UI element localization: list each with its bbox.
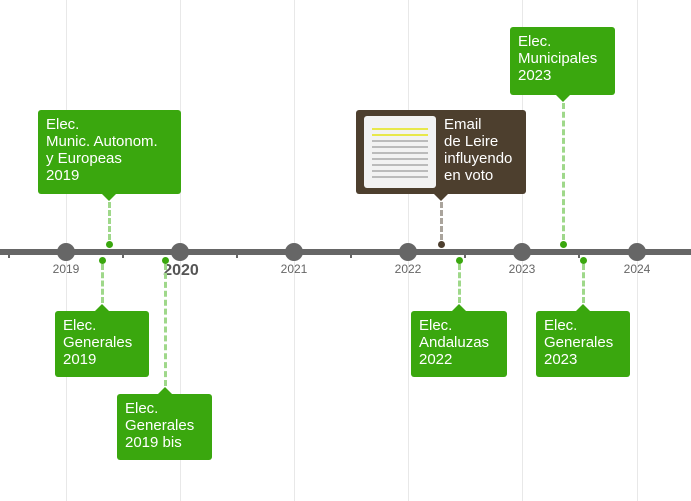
thumbnail-line [372,134,428,136]
connector-line [440,202,443,240]
card-pointer [102,194,116,201]
connector-line [582,264,585,303]
event-dot[interactable] [580,257,587,264]
event-line: influyendo [444,150,513,167]
card-pointer [556,95,570,102]
connector-line [108,202,111,240]
year-marker[interactable] [285,243,303,261]
event-line: Generales [544,334,614,351]
event-dot[interactable] [456,257,463,264]
event-dot[interactable] [162,257,169,264]
thumbnail-line [372,152,428,154]
minor-tick [236,255,238,258]
event-line: y Europeas [46,150,122,167]
card-pointer [452,304,466,311]
thumbnail-line [372,146,428,148]
year-label: 2022 [394,262,422,276]
connector-line [562,103,565,240]
minor-tick [122,255,124,258]
year-label: 2024 [623,262,651,276]
event-line: de Leire [444,133,499,150]
event-line: Elec. [125,400,159,417]
event-line: 2019 [63,351,97,368]
event-line: Generales [125,417,195,434]
thumbnail-line [372,170,428,172]
year-label: 2020 [163,262,199,279]
year-label: 2019 [52,262,80,276]
year-marker[interactable] [399,243,417,261]
event-line: Generales [63,334,133,351]
event-line: Elec. [419,317,453,334]
thumbnail-line [372,164,428,166]
event-line: Elec. [63,317,97,334]
event-line: Elec. [518,33,552,50]
event-line: 2022 [419,351,453,368]
event-line: Andaluzas [419,334,490,351]
card-pointer [95,304,109,311]
thumbnail-line [372,158,428,160]
event-line: Email [444,116,482,133]
event-line: Munic. Autonom. [46,133,158,150]
timeline-axis[interactable] [0,249,691,255]
year-label: 2021 [280,262,308,276]
event-line: Elec. [46,116,80,133]
minor-tick [350,255,352,258]
event-dot[interactable] [438,241,445,248]
event-line: Municipales [518,50,598,67]
event-line: 2023 [518,67,552,84]
thumbnail-line [372,176,428,178]
event-line: en voto [444,167,494,184]
email-thumbnail [364,116,436,188]
year-marker[interactable] [628,243,646,261]
year-marker[interactable] [57,243,75,261]
event-dot[interactable] [106,241,113,248]
card-pointer [576,304,590,311]
minor-tick [464,255,466,258]
minor-tick [8,255,10,258]
year-marker[interactable] [171,243,189,261]
connector-line [458,264,461,303]
connector-line [164,264,167,386]
minor-tick [578,255,580,258]
year-marker[interactable] [513,243,531,261]
thumbnail-line [372,140,428,142]
event-line: 2019 bis [125,434,182,451]
card-pointer [434,194,448,201]
event-line: Elec. [544,317,578,334]
event-line: 2023 [544,351,578,368]
card-pointer [158,387,172,394]
event-dot[interactable] [560,241,567,248]
event-line: 2019 [46,167,80,184]
year-label: 2023 [508,262,536,276]
thumbnail-line [372,128,428,130]
connector-line [101,264,104,303]
event-dot[interactable] [99,257,106,264]
